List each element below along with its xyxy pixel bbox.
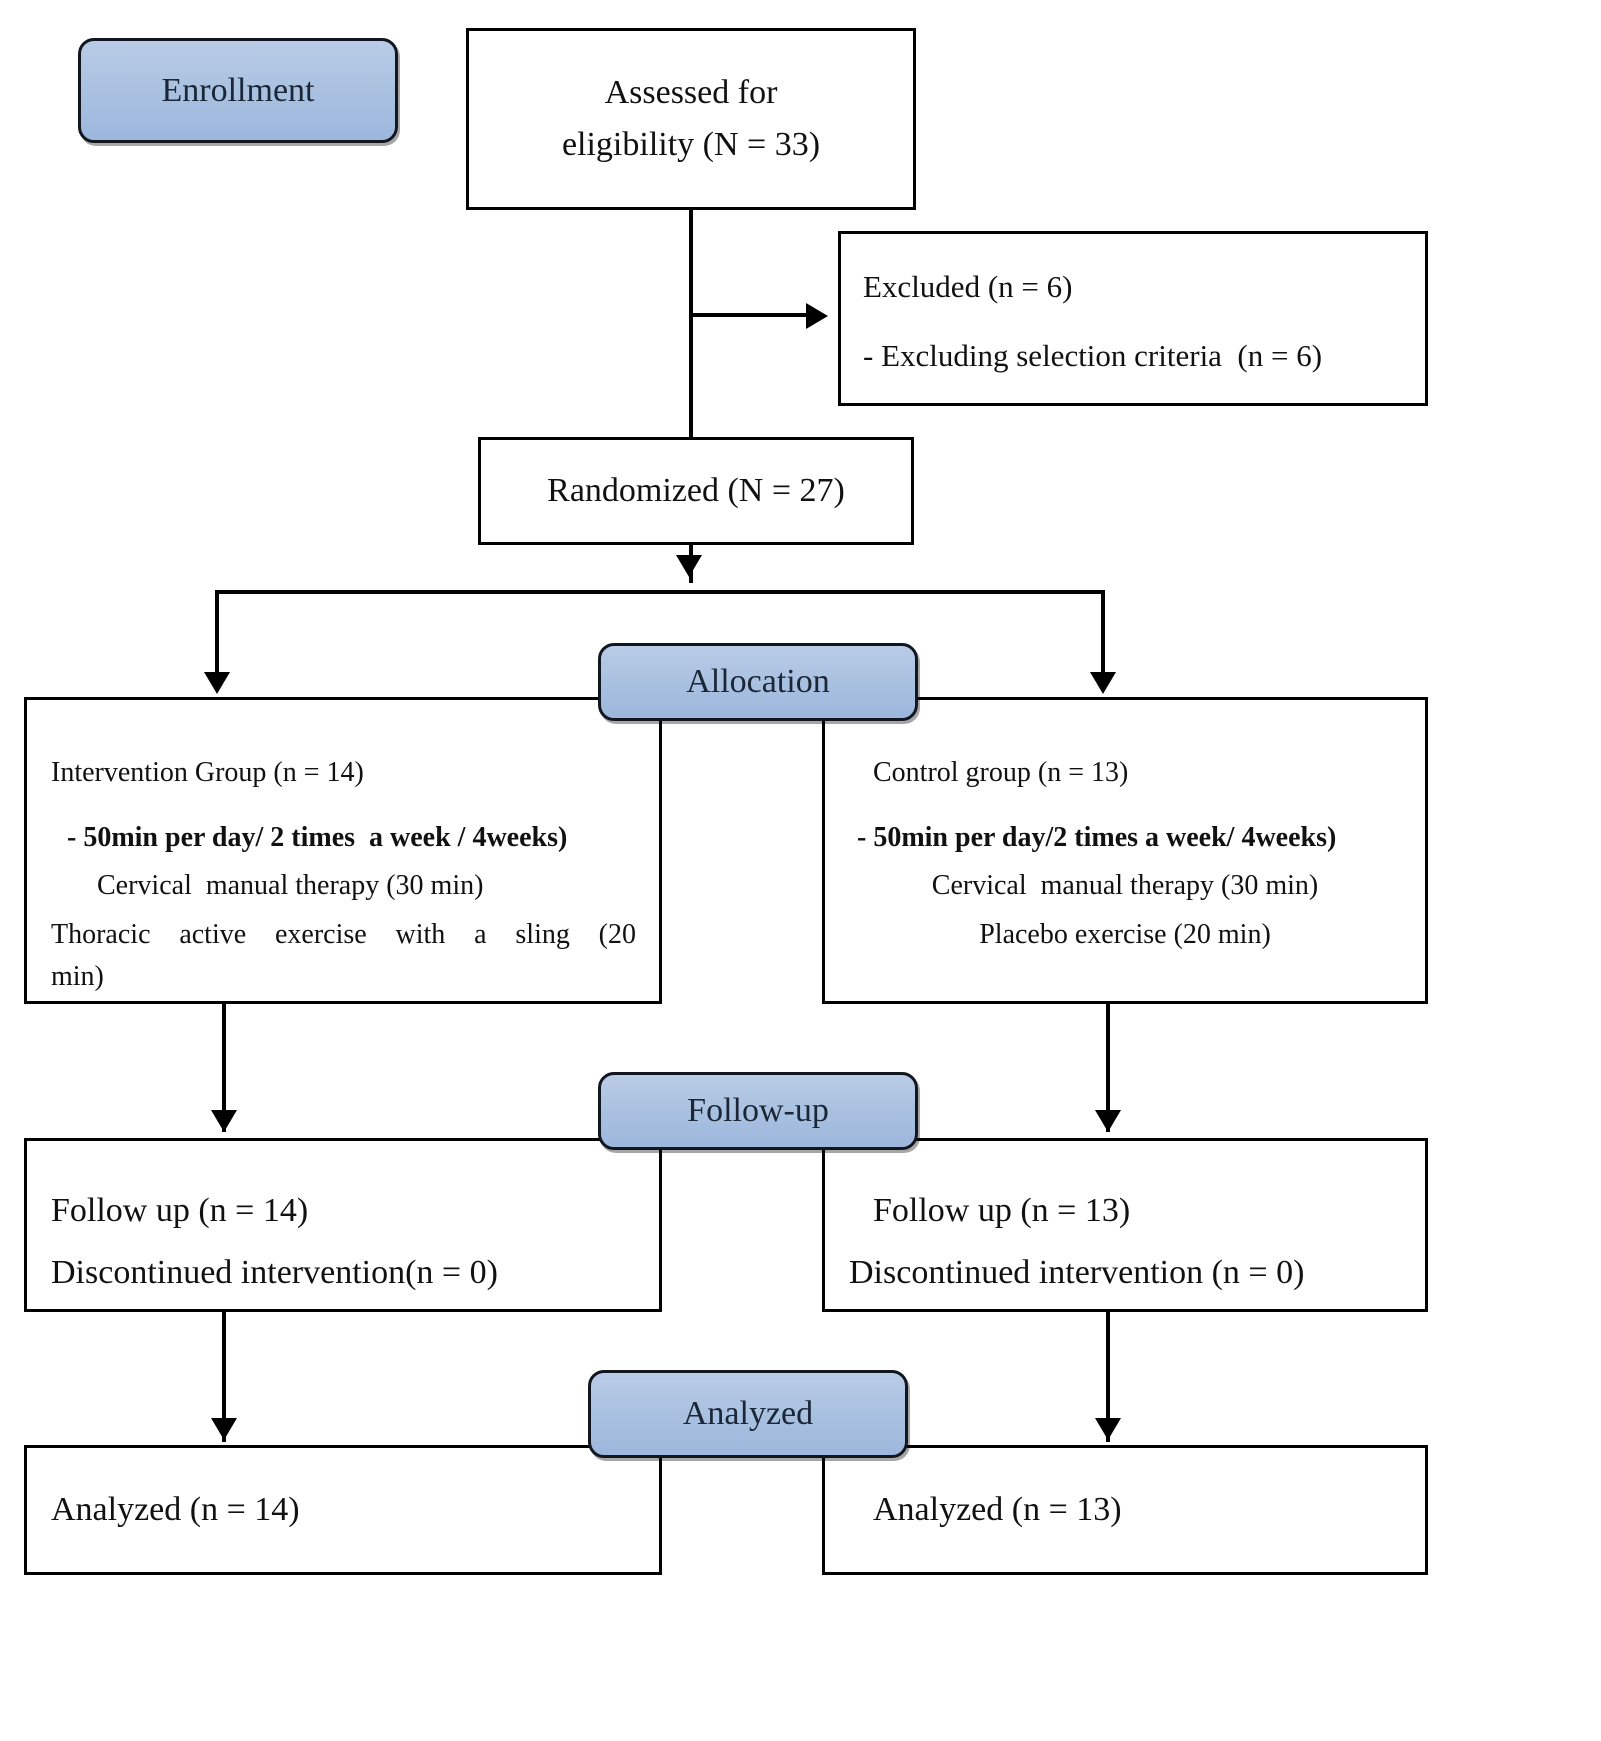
arrowhead-to-excluded bbox=[806, 303, 828, 329]
followup-left-line-2: Discontinued intervention(n = 0) bbox=[51, 1253, 498, 1291]
intervention-line-2: - 50min per day/ 2 times a week / 4weeks… bbox=[67, 821, 568, 853]
intervention-line-4: Thoracic active exercise with a sling (2… bbox=[51, 918, 636, 950]
stage-label-followup-text: Follow-up bbox=[687, 1092, 829, 1130]
node-analyzed-intervention: Analyzed (n = 14) bbox=[24, 1445, 662, 1575]
arrowhead-analyzed-left bbox=[211, 1418, 237, 1440]
stage-label-allocation-text: Allocation bbox=[686, 663, 830, 701]
node-analyzed-control: Analyzed (n = 13) bbox=[822, 1445, 1428, 1575]
node-intervention-group: Intervention Group (n = 14) - 50min per … bbox=[24, 697, 662, 1004]
assessed-line-1: Assessed for bbox=[604, 74, 778, 112]
connector-followup-to-analyzed-right bbox=[1106, 1312, 1110, 1442]
stage-label-analyzed: Analyzed bbox=[588, 1370, 908, 1458]
followup-right-line-2: Discontinued intervention (n = 0) bbox=[849, 1253, 1305, 1291]
stage-label-followup: Follow-up bbox=[598, 1072, 918, 1150]
intervention-line-5: min) bbox=[51, 961, 104, 993]
analyzed-left-line-1: Analyzed (n = 14) bbox=[51, 1491, 300, 1529]
control-line-2: - 50min per day/2 times a week/ 4weeks) bbox=[857, 821, 1337, 853]
arrowhead-analyzed-right bbox=[1095, 1418, 1121, 1440]
assessed-line-2: eligibility (N = 33) bbox=[561, 126, 821, 163]
intervention-line-3: Cervical manual therapy (30 min) bbox=[97, 870, 484, 902]
stage-label-allocation: Allocation bbox=[598, 643, 918, 721]
arrowhead-allocation-left bbox=[204, 672, 230, 694]
arrowhead-randomized bbox=[676, 555, 702, 577]
arrowhead-followup-right bbox=[1095, 1110, 1121, 1132]
intervention-line-1: Intervention Group (n = 14) bbox=[51, 757, 364, 788]
stage-label-enrollment-text: Enrollment bbox=[161, 71, 315, 109]
node-randomized: Randomized (N = 27) bbox=[478, 437, 914, 545]
stage-label-analyzed-text: Analyzed bbox=[682, 1395, 814, 1433]
node-followup-intervention: Follow up (n = 14) Discontinued interven… bbox=[24, 1138, 662, 1312]
connector-intervention-to-followup bbox=[222, 1004, 226, 1132]
connector-to-excluded bbox=[689, 313, 809, 317]
followup-right-line-1: Follow up (n = 13) bbox=[873, 1192, 1131, 1229]
node-control-group: Control group (n = 13) - 50min per day/2… bbox=[822, 697, 1428, 1004]
stage-label-enrollment: Enrollment bbox=[78, 38, 398, 143]
arrowhead-allocation-right bbox=[1090, 672, 1116, 694]
analyzed-right-line-1: Analyzed (n = 13) bbox=[873, 1491, 1122, 1529]
control-line-1: Control group (n = 13) bbox=[873, 757, 1129, 788]
control-line-3: Cervical manual therapy (30 min) bbox=[931, 870, 1319, 902]
randomized-line-1: Randomized (N = 27) bbox=[547, 472, 845, 510]
connector-assessed-to-randomized bbox=[689, 210, 693, 437]
connector-followup-to-analyzed-left bbox=[222, 1312, 226, 1442]
connector-split-left bbox=[215, 590, 219, 682]
arrowhead-followup-left bbox=[211, 1110, 237, 1132]
node-followup-control: Follow up (n = 13) Discontinued interven… bbox=[822, 1138, 1428, 1312]
excluded-line-1: Excluded (n = 6) bbox=[863, 269, 1073, 304]
node-excluded: Excluded (n = 6) - Excluding selection c… bbox=[838, 231, 1428, 406]
excluded-line-2: - Excluding selection criteria (n = 6) bbox=[863, 337, 1323, 373]
connector-control-to-followup bbox=[1106, 1004, 1110, 1132]
connector-split-right bbox=[1101, 590, 1105, 682]
node-assessed-for-eligibility: Assessed for eligibility (N = 33) bbox=[466, 28, 916, 210]
control-line-4: Placebo exercise (20 min) bbox=[979, 918, 1271, 950]
connector-allocation-split-bar bbox=[215, 590, 1105, 594]
followup-left-line-1: Follow up (n = 14) bbox=[51, 1192, 309, 1229]
